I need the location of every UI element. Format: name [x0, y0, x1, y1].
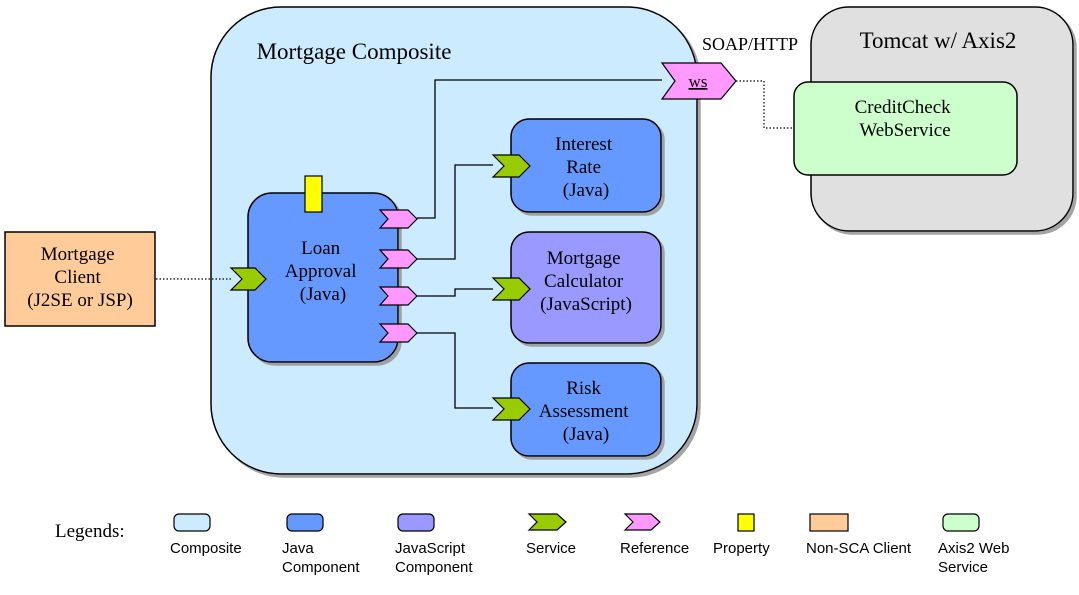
legend: Legends: Composite Java Component JavaSc…: [55, 513, 1014, 576]
client-label: Mortgage Client (J2SE or JSP): [27, 244, 133, 311]
java-component-swatch: [286, 513, 324, 532]
legend-label-service: Service: [526, 540, 576, 557]
dotted-wires: [156, 80, 794, 280]
loan-reference-chevron-4: [378, 323, 418, 343]
service-chevron: [527, 513, 567, 531]
loan-approval-service-chevron: [229, 267, 267, 291]
wire-loan-to-ws: [417, 79, 662, 219]
legend-label-property: Property: [713, 540, 770, 557]
legend-label-non-sca-client: Non-SCA Client: [806, 540, 912, 557]
composite-swatch: [173, 513, 211, 532]
loan-approval-label: Loan Approval (Java): [285, 238, 362, 305]
loan-approval-property: [304, 175, 323, 213]
legend-label-axis2-web-service: Axis2 Web Service: [938, 540, 1014, 576]
wire-loan-to-calculator: [417, 288, 493, 297]
credit-check-label: CreditCheck WebService: [855, 97, 956, 141]
soap-http-label: SOAP/HTTP: [702, 34, 798, 54]
legend-label-java-component: Java Component: [282, 540, 360, 576]
interest-rate-label: Interest Rate (Java): [555, 134, 617, 201]
loan-reference-chevron-3: [378, 286, 418, 306]
composite-title: Mortgage Composite: [257, 39, 452, 64]
wire-ws-to-creditcheck: [736, 80, 794, 129]
tomcat-title: Tomcat w/ Axis2: [860, 28, 1017, 53]
legend-label-javascript-component: JavaScript Component: [395, 540, 473, 576]
calculator-service-chevron: [491, 277, 531, 301]
mortgage-calculator-label: Mortgage Calculator (JavaScript): [540, 248, 632, 315]
mortgage-client: [4, 231, 156, 327]
wire-loan-to-risk: [417, 332, 493, 409]
risk-assessment-label: Risk Assessment (Java): [539, 378, 633, 445]
javascript-component-swatch: [397, 513, 435, 532]
legend-label-composite: Composite: [170, 540, 242, 557]
non-sca-client-swatch: [809, 513, 849, 532]
axis2-web-service-swatch: [942, 513, 980, 532]
reference-chevron: [623, 513, 661, 531]
property-swatch: [737, 513, 755, 532]
legend-label-reference: Reference: [620, 540, 689, 557]
credit-check-webservice: [793, 81, 1018, 176]
wire-loan-to-interest-rate: [417, 164, 493, 260]
loan-reference-chevron-1: [378, 209, 418, 229]
service-chevrons: [229, 154, 531, 421]
loan-reference-chevron-2: [378, 249, 418, 269]
legend-title: Legends:: [55, 521, 125, 542]
wires: [417, 79, 662, 409]
risk-service-chevron: [491, 397, 531, 421]
ws-label: ws: [689, 72, 708, 91]
interest-rate-service-chevron: [491, 154, 531, 178]
reference-chevrons: [378, 62, 737, 343]
ws-reference-chevron: [660, 62, 737, 100]
